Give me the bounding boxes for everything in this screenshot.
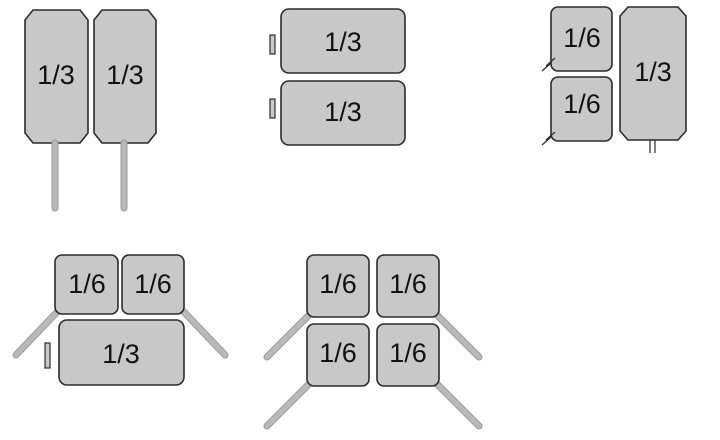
long-diagonal-handle xyxy=(432,310,483,361)
pan-body xyxy=(376,323,440,387)
pan-third-horizontal: 1/3 xyxy=(44,319,185,386)
pan-third-vertical-right: 1/3 xyxy=(93,9,157,212)
pan-body xyxy=(619,6,687,141)
pan-body xyxy=(306,254,370,318)
short-diagonal-handle xyxy=(541,131,556,146)
config-two-thirds-horizontal: 1/3 1/3 xyxy=(269,8,406,146)
pan-body xyxy=(24,9,89,144)
pan-body xyxy=(550,6,613,72)
config-four-sixths: 1/6 1/6 1/6 1/6 xyxy=(263,254,483,430)
pan-body xyxy=(280,80,406,146)
config-two-thirds-vertical: 1/3 1/3 xyxy=(24,9,157,212)
pan-sixth-bottom-right: 1/6 xyxy=(376,323,483,430)
pan-body xyxy=(550,76,613,142)
short-diagonal-handle xyxy=(541,57,556,72)
pan-third-vertical: 1/3 xyxy=(619,6,687,153)
pan-body xyxy=(306,323,370,387)
pan-body xyxy=(93,9,157,144)
pan-label: 1/3 xyxy=(106,60,144,90)
pan-sixth-top-right: 1/6 xyxy=(376,254,483,361)
pan-label: 1/6 xyxy=(319,269,357,299)
pan-third-horizontal-bottom: 1/3 xyxy=(269,80,406,146)
pan-label: 1/3 xyxy=(324,97,362,127)
long-diagonal-handle xyxy=(263,379,314,430)
side-tab-handle xyxy=(269,34,276,55)
pan-body xyxy=(280,8,406,74)
pan-label: 1/6 xyxy=(68,269,106,299)
pan-label: 1/6 xyxy=(563,89,601,119)
pan-label: 1/3 xyxy=(634,57,672,87)
pan-sixth-bottom: 1/6 xyxy=(541,76,613,146)
long-diagonal-handle xyxy=(432,379,483,430)
pan-third-vertical-left: 1/3 xyxy=(24,9,89,212)
pan-label: 1/6 xyxy=(319,338,357,368)
pan-label: 1/3 xyxy=(324,27,362,57)
pan-body xyxy=(121,254,185,315)
side-tab-handle xyxy=(269,98,276,119)
pan-body xyxy=(54,254,119,315)
pan-sixth-right: 1/6 xyxy=(121,254,229,359)
long-diagonal-handle xyxy=(12,307,62,359)
config-two-sixths-one-third: 1/6 1/6 1/3 xyxy=(541,6,687,153)
pan-third-horizontal-top: 1/3 xyxy=(269,8,406,74)
pan-sixth-left: 1/6 xyxy=(12,254,119,359)
pan-label: 1/3 xyxy=(102,339,140,369)
pan-sixth-top-left: 1/6 xyxy=(263,254,370,361)
pan-sixth-bottom-left: 1/6 xyxy=(263,323,370,430)
config-two-sixths-one-third-horizontal: 1/6 1/6 1/3 xyxy=(12,254,229,386)
pan-body xyxy=(376,254,440,318)
pan-label: 1/6 xyxy=(563,23,601,53)
pan-body xyxy=(58,319,185,386)
pan-label: 1/6 xyxy=(134,269,172,299)
pan-label: 1/3 xyxy=(37,60,75,90)
short-stub-handle xyxy=(649,140,656,153)
long-diagonal-handle xyxy=(263,310,314,361)
pan-sixth-top: 1/6 xyxy=(541,6,613,72)
side-tab-handle xyxy=(44,342,51,369)
pan-label: 1/6 xyxy=(389,269,427,299)
long-diagonal-handle xyxy=(179,307,229,359)
pan-label: 1/6 xyxy=(389,338,427,368)
